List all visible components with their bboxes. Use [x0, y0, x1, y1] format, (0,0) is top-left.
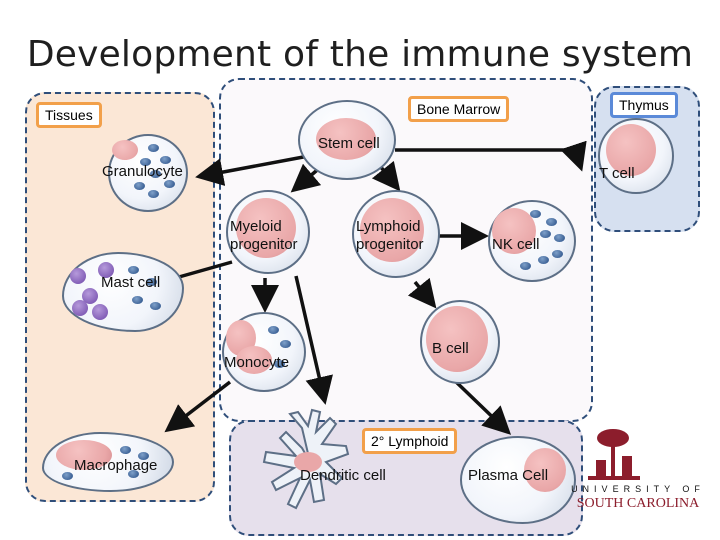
plasma-cell-label: Plasma Cell [468, 467, 549, 484]
arrow-monocyte-to-macrophage [164, 380, 232, 433]
bone-marrow-label: Bone Marrow [408, 96, 510, 122]
macrophage-label: Macrophage [74, 457, 158, 474]
dendritic-cell-label: Dendritic cell [300, 467, 386, 484]
arrow-stem-to-tcell [395, 140, 587, 172]
granulocyte-label: Granulocyte [102, 163, 183, 180]
stem-cell-label: Stem cell [318, 135, 380, 152]
monocyte-label: Monocyte [224, 354, 290, 371]
nk-cell-label: NK cell [492, 236, 540, 253]
arrow-bcell-to-plasma [450, 376, 512, 435]
tree-seal-icon [588, 429, 640, 480]
secondary-lymphoid-label: 2° Lymphoid [362, 428, 458, 454]
tissues-label: Tissues [36, 102, 102, 128]
mast-cell-label: Mast cell [101, 274, 161, 291]
page-title: Development of the immune system [26, 34, 694, 75]
arrow-lymphoid-to-bcell [407, 277, 437, 309]
arrow-stem-to-lymphoid [371, 160, 401, 192]
university-logo: UNIVERSITY OF SOUTH CAROLINA [568, 426, 708, 526]
thymus-label: Thymus [610, 92, 678, 118]
logo-line2: SOUTH CAROLINA [576, 496, 700, 511]
lymphoid-progenitor-label: Lymphoid progenitor [356, 218, 424, 253]
arrow-stem-to-granulocyte [195, 153, 315, 186]
myeloid-progenitor-label: Myeloid progenitor [230, 218, 298, 253]
t-cell-label: T cell [599, 165, 635, 182]
b-cell-label: B cell [432, 340, 469, 357]
arrow-myeloid-to-dendritic [294, 275, 333, 405]
logo-line1: UNIVERSITY OF [571, 484, 705, 494]
